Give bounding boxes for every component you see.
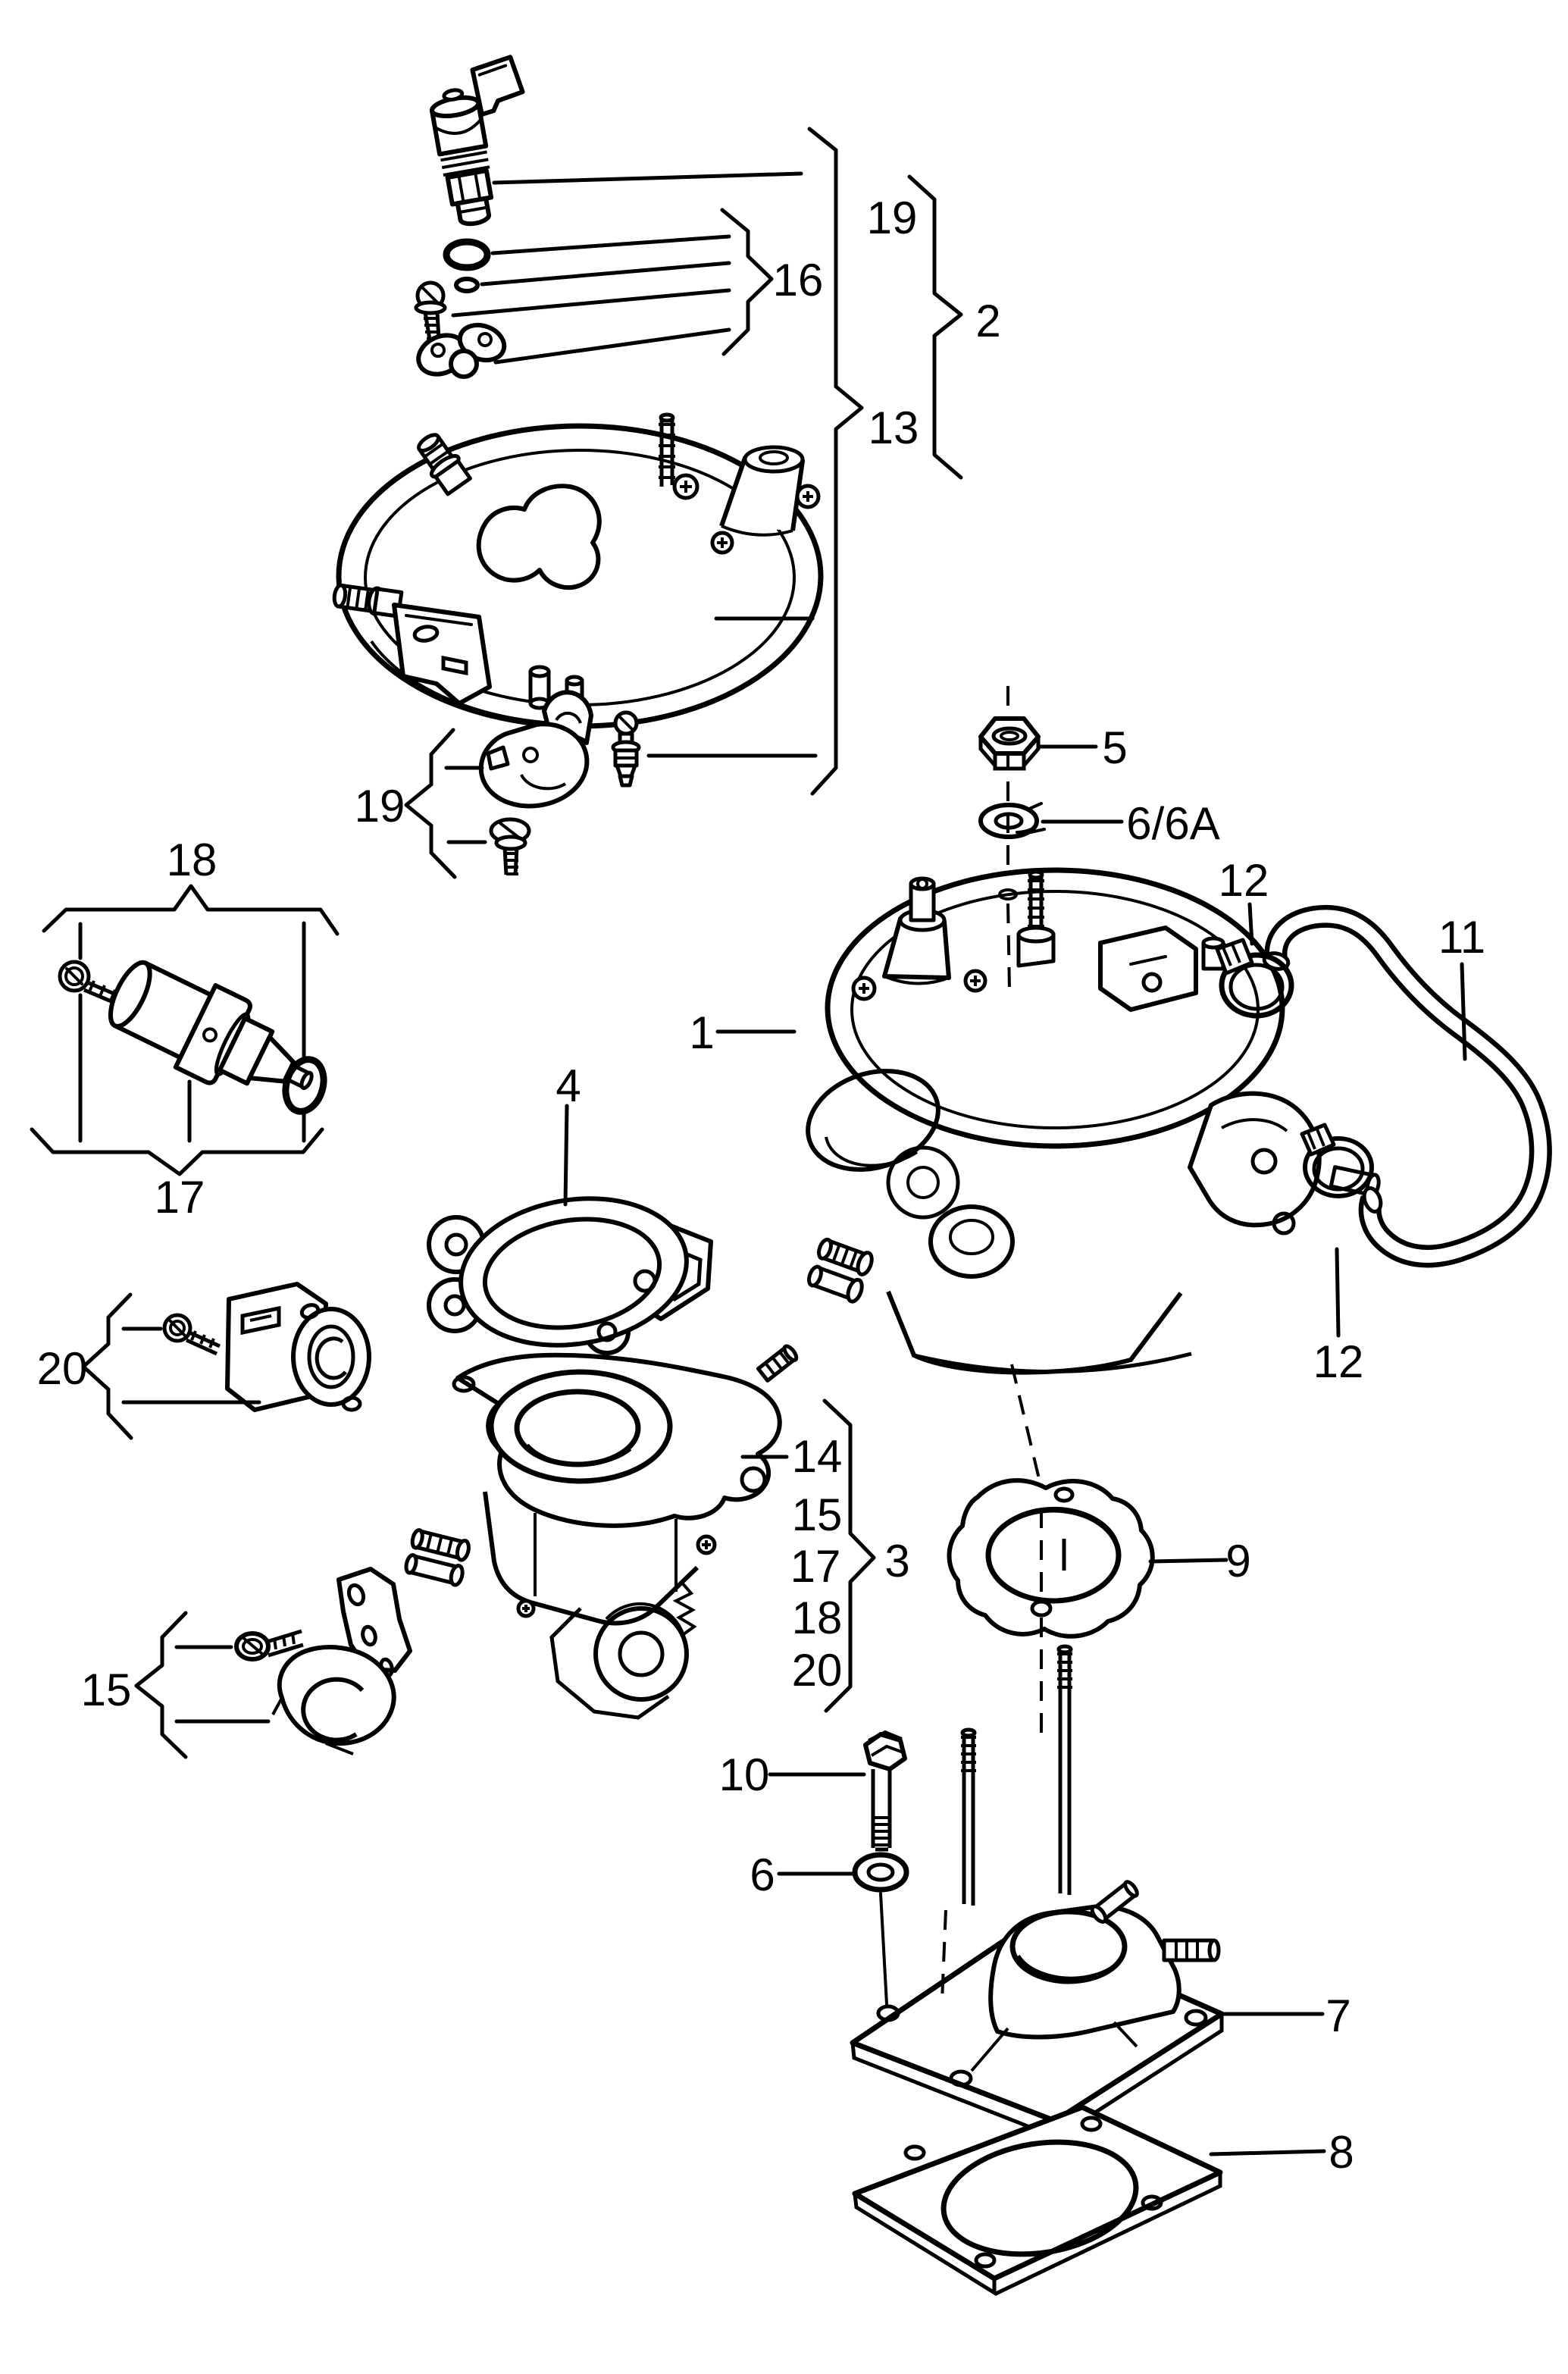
check-valve-drawing (611, 710, 641, 788)
leader-line (480, 261, 731, 287)
bracket-13 (807, 127, 864, 796)
callout-2[interactable]: 2 (975, 296, 1000, 346)
leader-line (493, 327, 731, 365)
callout-6[interactable]: 6 (750, 1849, 775, 1900)
callout-4[interactable]: 4 (556, 1060, 581, 1111)
callout-18-col[interactable]: 18 (792, 1593, 843, 1643)
bracket-15 (134, 1611, 188, 1759)
leader-line (563, 1104, 569, 1207)
mounting-stud-right (1056, 1644, 1073, 1895)
bracket-3 (822, 1398, 876, 1713)
bracket-18 (42, 884, 340, 936)
callout-14[interactable]: 14 (792, 1431, 843, 1482)
bracket-2 (907, 174, 963, 480)
intake-flange-drawing (850, 1880, 1225, 2140)
alignment-dashed (940, 1909, 947, 2002)
callout-20-group[interactable]: 20 (37, 1343, 88, 1394)
callout-18-group[interactable]: 18 (167, 835, 218, 885)
sensor-housing-drawing (225, 1282, 371, 1412)
group-drop-lines (78, 921, 306, 1143)
callout-16[interactable]: 16 (773, 255, 824, 305)
alignment-line (879, 1892, 888, 2006)
valve-o-ring (282, 1056, 327, 1115)
bracket-screw-drawing (234, 1629, 304, 1661)
leader-line (1460, 962, 1467, 1061)
bracket-20 (81, 1292, 133, 1440)
callout-17-col[interactable]: 17 (790, 1541, 841, 1592)
callout-17-group[interactable]: 17 (155, 1172, 205, 1223)
carburetor-upper-cover-drawing (332, 412, 824, 729)
leader-line (1335, 1247, 1341, 1338)
callout-5[interactable]: 5 (1102, 722, 1127, 773)
o-ring-small (454, 277, 480, 293)
o-ring-large (443, 238, 491, 271)
hose-drawing (1262, 904, 1552, 1268)
callout-12-top[interactable]: 12 (1219, 855, 1269, 906)
cover-screw-drawing (414, 280, 447, 340)
fuel-injector-drawing (429, 55, 525, 227)
hose-clamp-top-drawing (1215, 938, 1294, 1019)
hex-nut-drawing (978, 716, 1041, 771)
leader-line (1247, 902, 1254, 946)
leader-line (1209, 2149, 1326, 2156)
callout-1[interactable]: 1 (689, 1007, 714, 1058)
bracket-17 (30, 1127, 324, 1176)
leader-line (451, 288, 731, 318)
callout-13[interactable]: 13 (869, 402, 919, 453)
mounting-stud-left (960, 1727, 977, 1906)
callout-12-bottom[interactable]: 12 (1313, 1336, 1364, 1387)
gasket-4-drawing (427, 1196, 713, 1355)
throttle-body-drawing (404, 1344, 799, 1720)
hose-clamp-bottom-drawing (1300, 1123, 1374, 1198)
bracket-16 (720, 208, 774, 356)
callout-8[interactable]: 8 (1329, 2127, 1354, 2178)
lock-washer-drawing (978, 802, 1046, 839)
vacuum-piece-drawing (478, 690, 593, 809)
carburetor-body-drawing (806, 867, 1381, 1375)
cover-screw-2-drawing (489, 817, 531, 875)
leader-line (490, 234, 731, 255)
gasket-9-drawing (947, 1478, 1155, 1639)
callout-7[interactable]: 7 (1325, 1990, 1350, 2041)
callout-15-group[interactable]: 15 (81, 1665, 132, 1715)
callout-19-top[interactable]: 19 (867, 193, 918, 243)
centerline-dashed (1010, 1364, 1043, 1743)
leader-line (1148, 1558, 1228, 1564)
callout-15-col[interactable]: 15 (792, 1489, 843, 1540)
callout-9[interactable]: 9 (1225, 1536, 1250, 1586)
holder-bracket-drawing (336, 1567, 412, 1678)
flange-gasket-drawing (852, 2104, 1223, 2296)
hex-bolt-drawing (863, 1730, 907, 1852)
callout-11[interactable]: 11 (1438, 912, 1485, 963)
callout-20-col[interactable]: 20 (792, 1645, 843, 1696)
callout-3[interactable]: 3 (884, 1536, 909, 1586)
washer-drawing (852, 1852, 909, 1893)
saddle-clamp-drawing (271, 1645, 396, 1755)
callout-6-6a[interactable]: 6/6A (1126, 798, 1219, 849)
leader-line (492, 171, 803, 185)
idle-cutoff-valve-drawing (108, 960, 314, 1091)
callout-10[interactable]: 10 (719, 1749, 770, 1800)
sensor-screw-drawing (162, 1313, 221, 1356)
retainer-clip-drawing (416, 322, 507, 379)
bracket-19 (404, 728, 457, 879)
callout-19-group[interactable]: 19 (355, 781, 405, 832)
